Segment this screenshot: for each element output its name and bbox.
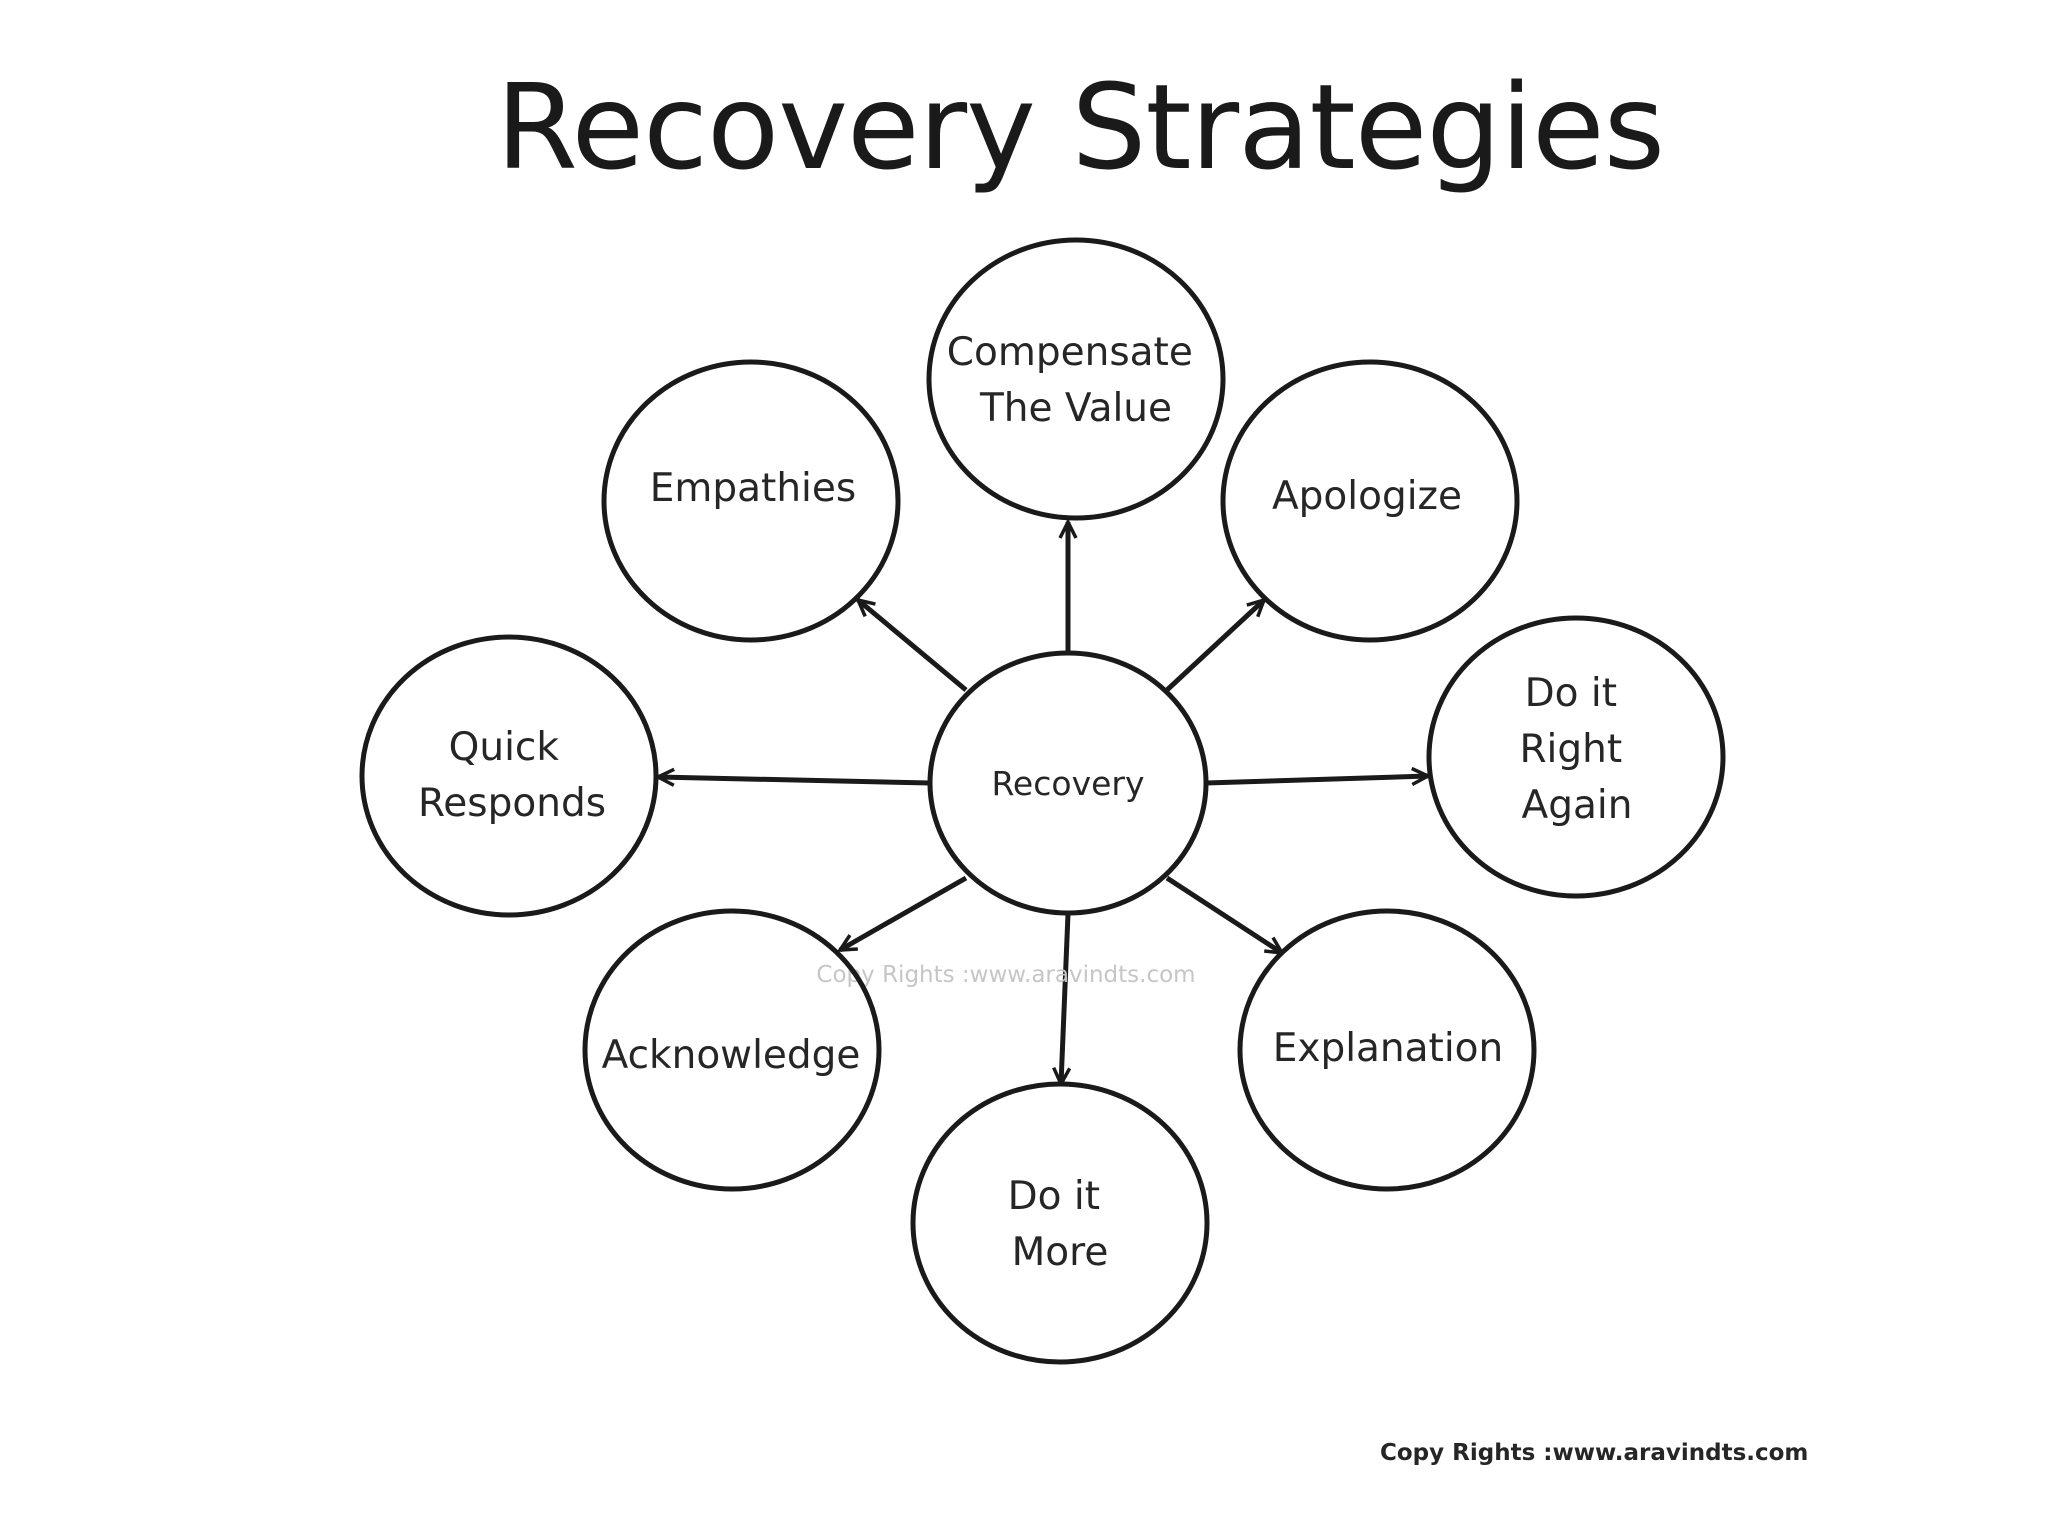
arrow-to-quick-responds [658, 777, 931, 783]
node-do-it-right-again-line-3: Again [1522, 783, 1633, 828]
node-quick-responds-line-2: Responds [418, 781, 606, 826]
node-acknowledge-circle [582, 908, 882, 1192]
node-compensate-circle [926, 237, 1226, 521]
node-do-it-more: Do it More [910, 1081, 1210, 1365]
node-compensate: Compensate The Value [926, 237, 1226, 521]
center-node: Recovery [927, 650, 1209, 916]
node-compensate-line-1: Compensate [947, 330, 1193, 375]
arrow-to-explanation [1165, 875, 1282, 953]
center-node-label: Recovery [991, 764, 1144, 803]
svg-text:Do it Right Again: Do it Right Again [1519, 671, 1634, 828]
arrow-to-apologize [1165, 600, 1264, 692]
node-empathies-circle [601, 359, 901, 643]
node-explanation-circle [1237, 908, 1537, 1192]
center-node-circle [927, 650, 1209, 916]
node-do-it-more-line-2: More [1012, 1230, 1109, 1275]
arrow-to-do-it-more [1061, 913, 1068, 1084]
node-do-it-right-again-line-2: Right [1519, 727, 1622, 772]
node-do-it-right-again-line-1: Do it [1525, 671, 1617, 716]
node-do-it-right-again: Do it Right Again [1426, 615, 1726, 899]
arrow-to-empathies [858, 600, 968, 692]
node-do-it-more-circle [910, 1081, 1210, 1365]
node-quick-responds-line-1: Quick [449, 725, 560, 770]
node-quick-responds-circle [359, 634, 659, 918]
node-acknowledge-line-1: Acknowledge [602, 1033, 861, 1078]
arrow-to-do-it-right-again [1205, 776, 1428, 783]
svg-text:Quick Responds: Quick Responds [418, 725, 606, 826]
arrows [658, 522, 1428, 1084]
node-apologize: Apologize [1220, 359, 1520, 643]
node-explanation-line-1: Explanation [1273, 1026, 1504, 1071]
svg-text:Apologize: Apologize [1272, 474, 1462, 519]
svg-text:Explanation: Explanation [1273, 1026, 1504, 1071]
svg-text:Empathies: Empathies [650, 466, 856, 511]
node-do-it-right-again-circle [1426, 615, 1726, 899]
node-acknowledge: Acknowledge [582, 908, 882, 1192]
page-title: Recovery Strategies [495, 58, 1665, 196]
watermark-text: Copy Rights :www.aravindts.com [816, 962, 1195, 988]
svg-text:Compensate The Value: Compensate The Value [947, 330, 1205, 431]
arrow-to-acknowledge [840, 875, 968, 953]
node-quick-responds: Quick Responds [359, 634, 659, 918]
node-explanation: Explanation [1237, 908, 1537, 1192]
node-empathies: Empathies [601, 359, 901, 643]
node-do-it-more-line-1: Do it [1008, 1174, 1100, 1219]
node-apologize-circle [1220, 359, 1520, 643]
copyright-footer: Copy Rights :www.aravindts.com [1380, 1440, 1809, 1466]
node-apologize-line-1: Apologize [1272, 474, 1462, 519]
node-empathies-line-1: Empathies [650, 466, 856, 511]
svg-text:Acknowledge: Acknowledge [602, 1033, 861, 1078]
svg-text:Do it More: Do it More [1008, 1174, 1113, 1275]
node-compensate-line-2: The Value [979, 386, 1172, 431]
